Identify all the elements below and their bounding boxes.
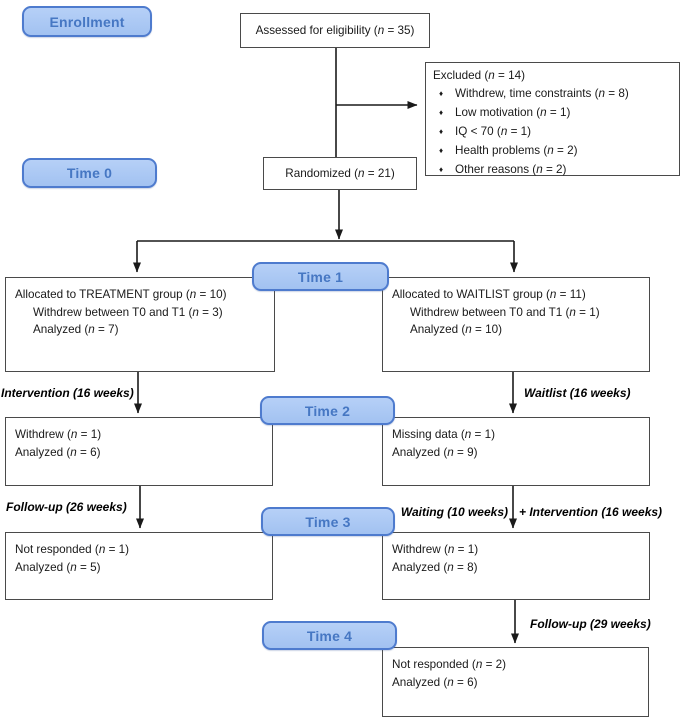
excluded-reason: Other reasons (n = 2) bbox=[455, 163, 567, 176]
followup-line: Analyzed (n = 6) bbox=[15, 445, 101, 459]
edge-label-intervention-16-weeks: Intervention (16 weeks) bbox=[1, 386, 134, 400]
edge-label-plus-intervention-16-weeks: + Intervention (16 weeks) bbox=[519, 505, 663, 519]
badge-time-4: Time 4 bbox=[262, 621, 397, 650]
allocation-line: Allocated to TREATMENT group (n = 10) bbox=[15, 288, 227, 301]
followup-line: Analyzed (n = 6) bbox=[392, 675, 478, 689]
diamond-bullet-icon: ♦ bbox=[439, 165, 444, 174]
waitlist-time2-box: Missing data (n = 1) Analyzed (n = 9) bbox=[382, 417, 650, 486]
badge-enrollment-label: Enrollment bbox=[49, 13, 125, 30]
badge-time-2: Time 2 bbox=[260, 396, 395, 425]
followup-line: Analyzed (n = 9) bbox=[392, 445, 478, 459]
followup-line: Analyzed (n = 5) bbox=[15, 560, 101, 574]
allocation-line: Allocated to WAITLIST group (n = 11) bbox=[392, 288, 586, 301]
excluded-reason-row: ♦ Health problems (n = 2) bbox=[433, 142, 671, 161]
excluded-title: Excluded (n = 14) bbox=[433, 69, 525, 82]
followup-line: Withdrew (n = 1) bbox=[15, 428, 102, 441]
excluded-reason-row: ♦ Low motivation (n = 1) bbox=[433, 104, 671, 123]
badge-time-1-label: Time 1 bbox=[297, 268, 344, 285]
followup-line: Missing data (n = 1) bbox=[392, 428, 495, 441]
followup-line: Not responded (n = 2) bbox=[392, 658, 507, 671]
badge-time-2-label: Time 2 bbox=[304, 402, 351, 419]
waitlist-time3-box: Withdrew (n = 1) Analyzed (n = 8) bbox=[382, 532, 650, 600]
excluded-reason-row: ♦ Withdrew, time constraints (n = 8) bbox=[433, 85, 671, 104]
randomized-box: Randomized (n = 21) bbox=[263, 157, 417, 190]
allocation-line: Analyzed (n = 10) bbox=[410, 323, 502, 336]
waitlist-time4-box: Not responded (n = 2) Analyzed (n = 6) bbox=[382, 647, 649, 717]
allocation-line: Withdrew between T0 and T1 (n = 3) bbox=[33, 305, 223, 319]
edge-label-followup-26-weeks: Follow-up (26 weeks) bbox=[6, 500, 127, 514]
badge-enrollment: Enrollment bbox=[22, 6, 152, 37]
edge-label-followup-29-weeks: Follow-up (29 weeks) bbox=[530, 617, 651, 631]
followup-line: Not responded (n = 1) bbox=[15, 543, 130, 556]
followup-line: Analyzed (n = 8) bbox=[392, 560, 478, 574]
excluded-reason: IQ < 70 (n = 1) bbox=[455, 125, 532, 138]
randomized-text: Randomized (n = 21) bbox=[285, 167, 395, 180]
excluded-reason: Low motivation (n = 1) bbox=[455, 106, 571, 119]
badge-time-3-label: Time 3 bbox=[305, 513, 351, 530]
badge-time-1: Time 1 bbox=[252, 262, 389, 291]
assessed-eligibility-box: Assessed for eligibility (n = 35) bbox=[240, 13, 430, 48]
excluded-reason-row: ♦ IQ < 70 (n = 1) bbox=[433, 123, 671, 142]
diamond-bullet-icon: ♦ bbox=[439, 108, 444, 117]
badge-time-3: Time 3 bbox=[261, 507, 395, 536]
excluded-reason: Withdrew, time constraints (n = 8) bbox=[455, 87, 629, 100]
diamond-bullet-icon: ♦ bbox=[439, 89, 444, 98]
treatment-allocation-box: Allocated to TREATMENT group (n = 10) Wi… bbox=[5, 277, 275, 372]
treatment-time3-box: Not responded (n = 1) Analyzed (n = 5) bbox=[5, 532, 273, 600]
badge-time-4-label: Time 4 bbox=[306, 627, 353, 644]
badge-time-0-label: Time 0 bbox=[66, 165, 113, 181]
treatment-time2-box: Withdrew (n = 1) Analyzed (n = 6) bbox=[5, 417, 273, 486]
excluded-reason: Health problems (n = 2) bbox=[455, 144, 578, 157]
allocation-line: Withdrew between T0 and T1 (n = 1) bbox=[410, 305, 600, 319]
excluded-reason-row: ♦ Other reasons (n = 2) bbox=[433, 161, 671, 180]
allocation-line: Analyzed (n = 7) bbox=[33, 323, 119, 336]
diamond-bullet-icon: ♦ bbox=[439, 127, 444, 136]
excluded-box: Excluded (n = 14) ♦ Withdrew, time const… bbox=[425, 62, 680, 176]
followup-line: Withdrew (n = 1) bbox=[392, 543, 479, 556]
waitlist-allocation-box: Allocated to WAITLIST group (n = 11) Wit… bbox=[382, 277, 650, 372]
badge-time-0: Time 0 bbox=[22, 158, 157, 188]
diamond-bullet-icon: ♦ bbox=[439, 146, 444, 155]
edge-label-waitlist-16-weeks: Waitlist (16 weeks) bbox=[524, 386, 631, 400]
assessed-eligibility-text: Assessed for eligibility (n = 35) bbox=[255, 24, 415, 37]
edge-label-waiting-10-weeks: Waiting (10 weeks) bbox=[400, 505, 508, 519]
